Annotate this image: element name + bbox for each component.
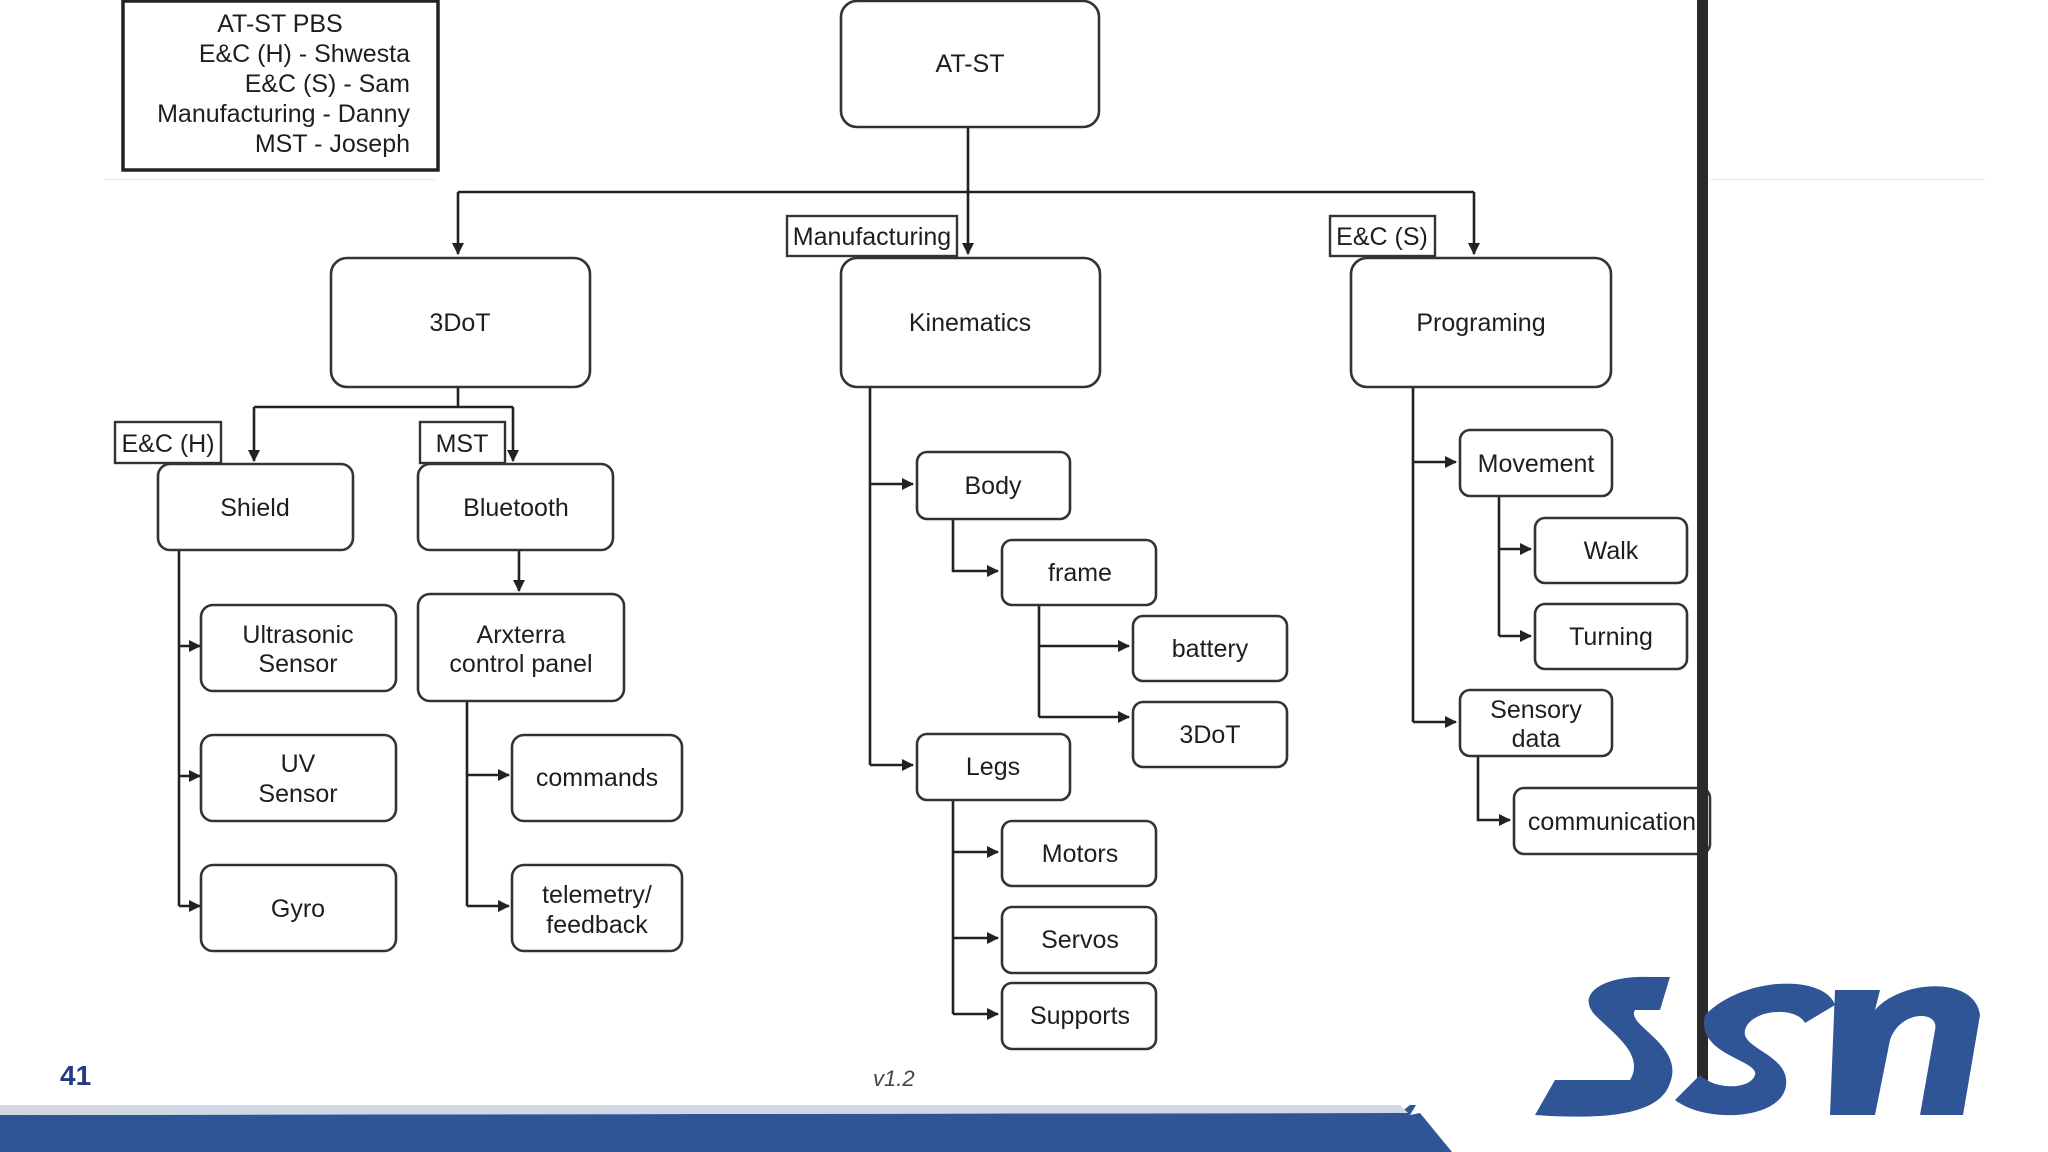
node-label: Arxterra <box>477 621 566 649</box>
legend-title: AT-ST PBS <box>217 10 343 38</box>
node-gyro: Gyro <box>199 863 398 953</box>
footer-band <box>0 1105 1452 1152</box>
node-label: Gyro <box>271 895 325 923</box>
tag-label: MST <box>436 430 489 458</box>
node-label: frame <box>1048 559 1112 587</box>
node-label: Bluetooth <box>463 494 569 522</box>
node-label: battery <box>1172 635 1249 663</box>
node-label: 3DoT <box>1179 721 1240 749</box>
node-uv-sensor: UV Sensor <box>199 733 398 823</box>
version-label: v1.2 <box>873 1066 915 1088</box>
node-shield: Shield <box>156 462 355 552</box>
node-body: Body <box>915 450 1072 521</box>
node-label: Body <box>965 472 1022 500</box>
node-communication: communication <box>1512 786 1712 856</box>
node-bluetooth: Bluetooth <box>416 462 615 552</box>
node-label: control panel <box>449 650 592 678</box>
node-label: telemetry/ <box>542 881 652 909</box>
node-turning: Turning <box>1533 602 1689 671</box>
node-label: AT-ST <box>936 50 1005 78</box>
node-battery: battery <box>1131 614 1289 683</box>
node-label: Programing <box>1416 309 1545 337</box>
node-label: commands <box>536 764 658 792</box>
node-programing: Programing <box>1349 256 1613 389</box>
divider-line <box>1710 179 1985 180</box>
legend-line: E&C (H) - Shwesta <box>199 40 410 68</box>
tag-label: E&C (S) <box>1336 223 1428 251</box>
tag-mst: MST <box>418 420 507 465</box>
node-label: Kinematics <box>909 309 1031 337</box>
node-sensory-data: Sensory data <box>1458 688 1614 758</box>
node-label: UV <box>281 750 316 778</box>
tag-manufacturing: Manufacturing <box>785 214 959 258</box>
node-label: Walk <box>1584 537 1639 565</box>
node-label: feedback <box>546 911 648 939</box>
node-root: AT-ST <box>839 0 1101 129</box>
node-movement: Movement <box>1458 428 1614 498</box>
node-kinematics: Kinematics <box>839 256 1102 389</box>
legend-line: E&C (S) - Sam <box>245 70 410 98</box>
node-label: Legs <box>966 753 1020 781</box>
university-logo <box>1535 976 1980 1117</box>
node-supports: Supports <box>1000 981 1158 1051</box>
node-label: data <box>1512 725 1561 753</box>
node-label: Sensor <box>258 650 337 678</box>
node-motors: Motors <box>1000 819 1158 888</box>
node-ultrasonic-sensor: Ultrasonic Sensor <box>199 603 398 693</box>
node-servos: Servos <box>1000 905 1158 975</box>
node-label: Motors <box>1042 840 1118 868</box>
tag-label: Manufacturing <box>793 223 951 251</box>
node-label: Ultrasonic <box>242 621 353 649</box>
node-telemetry-feedback: telemetry/ feedback <box>510 863 684 953</box>
tag-ec-s: E&C (S) <box>1328 214 1437 258</box>
node-commands: commands <box>510 733 684 823</box>
node-label: Supports <box>1030 1002 1130 1030</box>
tag-ec-h: E&C (H) <box>113 420 223 465</box>
legend-line: MST - Joseph <box>255 130 410 158</box>
node-label: Turning <box>1569 623 1653 651</box>
node-label: Shield <box>220 494 290 522</box>
legend-line: Manufacturing - Danny <box>157 100 410 128</box>
node-3dot: 3DoT <box>329 256 592 389</box>
legend-box: AT-ST PBS E&C (H) - Shwesta E&C (S) - Sa… <box>121 0 440 172</box>
node-label: 3DoT <box>429 309 490 337</box>
node-label: communication <box>1528 808 1696 836</box>
node-arxterra-control-panel: Arxterra control panel <box>416 592 626 703</box>
node-3dot-board: 3DoT <box>1131 700 1289 769</box>
vertical-divider-bar <box>1697 0 1708 1085</box>
node-label: Movement <box>1478 450 1595 478</box>
page-number: 41 <box>60 1060 92 1091</box>
node-label: Sensor <box>258 780 337 808</box>
tag-label: E&C (H) <box>121 430 214 458</box>
divider-line <box>105 179 435 180</box>
node-label: Servos <box>1041 926 1119 954</box>
node-walk: Walk <box>1533 516 1689 585</box>
node-frame: frame <box>1000 538 1158 607</box>
node-label: Sensory <box>1490 696 1582 724</box>
connectors <box>177 127 1532 1020</box>
node-legs: Legs <box>915 732 1072 802</box>
